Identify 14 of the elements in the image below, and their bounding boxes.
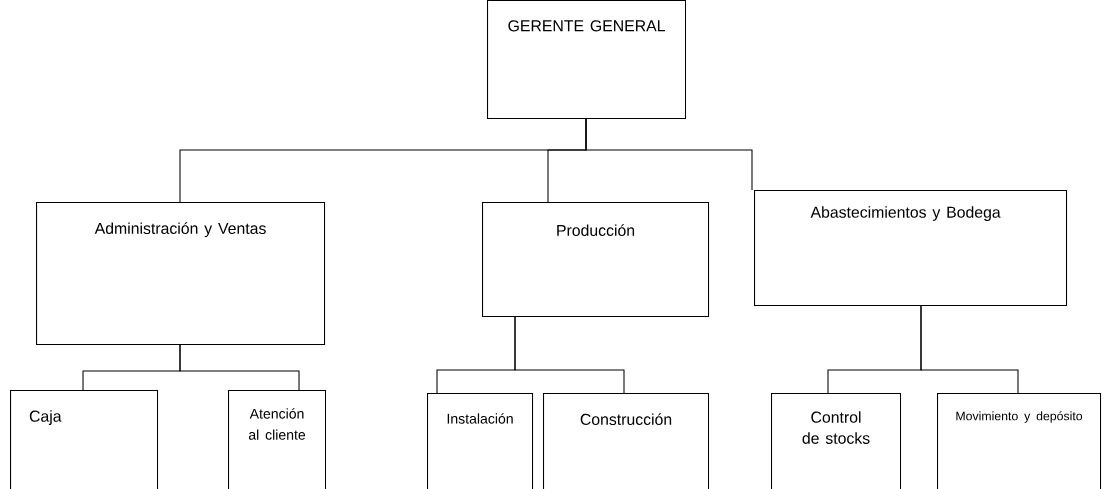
connector-line <box>585 117 753 191</box>
org-box: Construcción <box>543 393 710 489</box>
org-box: Administración y Ventas <box>36 202 326 346</box>
connector-line <box>514 315 625 394</box>
org-box: GERENTE GENERAL <box>487 0 687 120</box>
org-box: Atención al cliente <box>228 390 327 489</box>
connector-line <box>179 343 300 391</box>
org-box: Control de stocks <box>771 393 902 489</box>
org-box: Abastecimientos y Bodega <box>754 190 1068 307</box>
connector-line <box>920 304 1019 394</box>
org-box: Instalación <box>427 393 534 489</box>
org-box: Producción <box>482 202 710 318</box>
org-box: Movimiento y depósito <box>937 393 1102 489</box>
org-box: Caja <box>10 390 159 489</box>
